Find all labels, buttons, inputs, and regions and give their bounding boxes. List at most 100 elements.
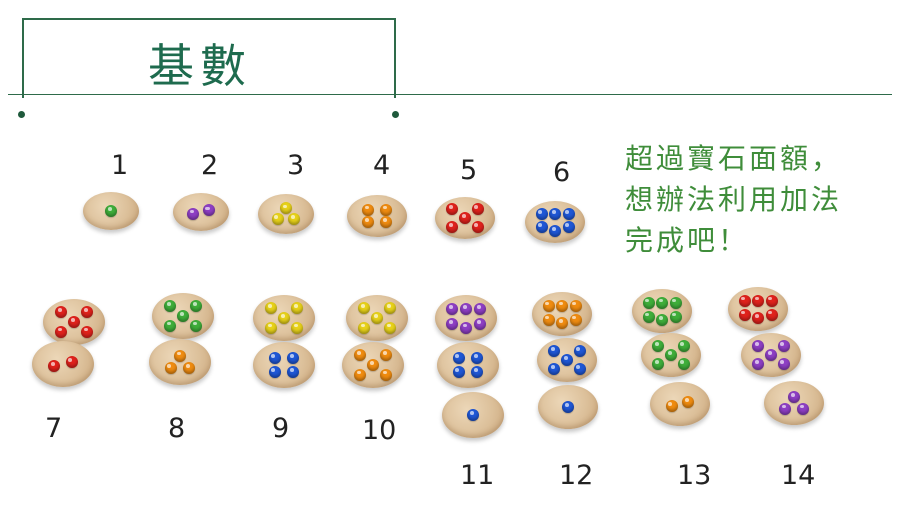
wood-disc-5-1 bbox=[435, 197, 495, 239]
frame-dot-left bbox=[18, 111, 25, 118]
wood-disc-13-3 bbox=[650, 382, 710, 426]
wood-disc-14-1 bbox=[728, 287, 788, 331]
red-gem bbox=[738, 308, 751, 321]
purple-gem bbox=[446, 303, 459, 316]
red-gem bbox=[765, 308, 778, 321]
count-label: 9 bbox=[272, 413, 290, 444]
red-gem bbox=[752, 294, 764, 307]
wood-disc-11-1 bbox=[435, 295, 497, 341]
wood-disc-9-2 bbox=[253, 342, 315, 388]
green-gem bbox=[105, 205, 117, 217]
blue-gem bbox=[268, 365, 281, 378]
yellow-gem bbox=[278, 312, 290, 324]
wood-disc-14-2 bbox=[741, 333, 801, 377]
green-gem bbox=[190, 300, 203, 313]
red-gem bbox=[54, 325, 67, 338]
blue-gem bbox=[535, 221, 548, 234]
purple-gem bbox=[752, 339, 765, 352]
orange-gem bbox=[665, 399, 678, 412]
red-gem bbox=[765, 294, 778, 307]
count-label: 4 bbox=[373, 150, 391, 181]
blue-gem bbox=[562, 208, 575, 221]
wood-disc-13-2 bbox=[641, 333, 701, 377]
instruction-note: 超過寶石面額， 想辦法利用加法 完成吧！ bbox=[625, 138, 895, 261]
purple-gem bbox=[473, 317, 486, 330]
wood-disc-8-1 bbox=[152, 293, 214, 339]
yellow-gem bbox=[291, 302, 304, 315]
wood-disc-3-1 bbox=[258, 194, 314, 234]
purple-gem bbox=[187, 207, 200, 220]
purple-gem bbox=[752, 358, 765, 371]
wood-disc-7-1 bbox=[43, 299, 105, 345]
red-gem bbox=[459, 212, 471, 224]
green-gem bbox=[656, 314, 668, 327]
yellow-gem bbox=[384, 302, 397, 315]
wood-disc-10-1 bbox=[346, 295, 408, 341]
wood-disc-10-2 bbox=[342, 342, 404, 388]
blue-gem bbox=[573, 363, 586, 376]
note-line: 想辦法利用加法 bbox=[625, 183, 843, 216]
red-gem bbox=[446, 220, 459, 233]
orange-gem bbox=[353, 349, 366, 362]
wood-disc-13-1 bbox=[632, 289, 692, 333]
blue-gem bbox=[548, 363, 561, 376]
yellow-gem bbox=[271, 213, 284, 225]
purple-gem bbox=[777, 339, 790, 352]
yellow-gem bbox=[280, 202, 292, 215]
wood-disc-1-1 bbox=[83, 192, 139, 230]
orange-gem bbox=[380, 368, 393, 381]
orange-gem bbox=[380, 203, 392, 216]
purple-gem bbox=[460, 303, 472, 316]
green-gem bbox=[665, 349, 677, 361]
title-frame bbox=[22, 18, 396, 98]
red-gem bbox=[752, 312, 764, 325]
green-gem bbox=[190, 319, 203, 332]
blue-gem bbox=[562, 221, 575, 234]
wood-disc-9-1 bbox=[253, 295, 315, 341]
purple-gem bbox=[473, 303, 486, 316]
count-label: 8 bbox=[168, 413, 186, 444]
orange-gem bbox=[164, 361, 177, 374]
orange-gem bbox=[353, 368, 366, 381]
yellow-gem bbox=[384, 321, 397, 334]
count-label: 6 bbox=[553, 157, 571, 188]
green-gem bbox=[652, 358, 665, 371]
orange-gem bbox=[367, 359, 379, 371]
yellow-gem bbox=[357, 321, 370, 334]
orange-gem bbox=[174, 349, 186, 362]
red-gem bbox=[446, 203, 459, 216]
blue-gem bbox=[268, 352, 281, 365]
green-gem bbox=[652, 339, 665, 352]
purple-gem bbox=[460, 321, 472, 334]
purple-gem bbox=[446, 317, 459, 330]
header-rule bbox=[8, 94, 892, 95]
purple-gem bbox=[797, 402, 809, 415]
purple-gem bbox=[788, 390, 800, 403]
red-gem bbox=[68, 316, 80, 328]
wood-disc-11-3 bbox=[442, 392, 504, 438]
purple-gem bbox=[202, 204, 215, 217]
blue-gem bbox=[548, 344, 561, 357]
red-gem bbox=[48, 359, 61, 372]
green-gem bbox=[677, 358, 690, 371]
yellow-gem bbox=[357, 302, 370, 315]
count-label: 13 bbox=[677, 460, 712, 491]
yellow-gem bbox=[264, 321, 277, 334]
green-gem bbox=[669, 310, 682, 323]
orange-gem bbox=[569, 313, 582, 326]
orange-gem bbox=[380, 349, 393, 362]
blue-gem bbox=[561, 354, 573, 366]
green-gem bbox=[163, 300, 176, 313]
purple-gem bbox=[777, 358, 790, 371]
green-gem bbox=[177, 310, 189, 322]
green-gem bbox=[669, 296, 682, 309]
green-gem bbox=[642, 296, 655, 309]
purple-gem bbox=[765, 349, 777, 361]
yellow-gem bbox=[288, 213, 301, 225]
note-line: 超過寶石面額， bbox=[625, 142, 843, 175]
count-label: 10 bbox=[362, 415, 397, 446]
red-gem bbox=[471, 220, 484, 233]
count-label: 5 bbox=[460, 155, 478, 186]
wood-disc-14-3 bbox=[764, 381, 824, 425]
orange-gem bbox=[183, 361, 196, 374]
